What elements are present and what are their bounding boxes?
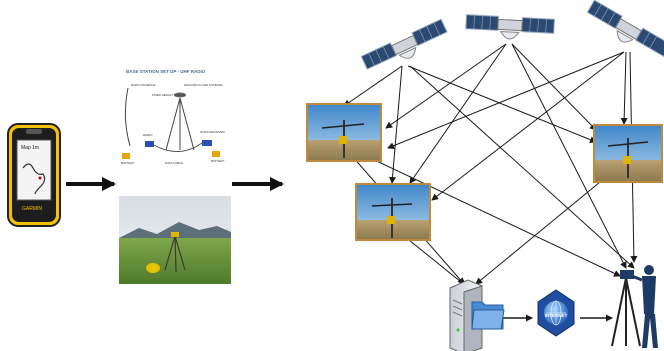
field-photo-base-station: [119, 196, 231, 284]
internet-globe-icon: INTERNET: [537, 289, 575, 337]
reference-station-photo-2: [355, 183, 431, 241]
gps-brand: GARMIN: [22, 206, 42, 212]
label-battery-right: BATTERY: [211, 159, 225, 163]
satellite-1: [360, 18, 448, 70]
link-sat1-station2: [389, 65, 403, 184]
label-radio: RADIO: [143, 133, 153, 137]
satellite-2: [465, 14, 555, 40]
link-sat2-station2: [409, 43, 507, 184]
label-ground-plane-antenna: GROUND PLANE ANTENNA: [184, 83, 223, 87]
server-icon: [449, 279, 505, 351]
link-sat2-station1: [385, 43, 507, 129]
link-sat3-station1: [387, 51, 625, 149]
link-station3-server: [475, 181, 601, 285]
satellite-3: [586, 0, 664, 58]
surveyor-rover-icon: [611, 265, 658, 348]
label-radio-antenna: RADIO ANTENNA: [131, 83, 156, 87]
link-sat2-station3: [511, 43, 597, 131]
link-sat3-station3: [620, 51, 628, 125]
link-sat2-rover: [511, 43, 627, 269]
link-sat1-rover: [409, 65, 635, 269]
link-sat1-station3: [407, 65, 597, 143]
reference-station-photo-1: [306, 103, 382, 162]
link-station1-rover: [365, 155, 621, 277]
gps-handheld-device: Map 1m GARMIN: [7, 123, 61, 227]
label-data-cable: DATA CABLE: [165, 161, 183, 165]
label-battery-left: BATTERY: [121, 161, 135, 165]
label-fixed-height-tripod: FIXED HEIGHT TRIPOD: [152, 93, 186, 97]
gps-screen-label: Map 1m: [21, 145, 39, 151]
satellite-signal-links: [343, 43, 638, 322]
link-station2-server: [403, 235, 467, 287]
base-station-setup-sketch: BASE STATION SET UP - UHF RADIO RADIO AN…: [118, 62, 230, 168]
base-station-title: BASE STATION SET UP - UHF RADIO: [126, 69, 206, 74]
reference-station-photo-3: [593, 124, 663, 183]
label-gnss-receiver: GNSS RECEIVER: [200, 130, 226, 134]
internet-label: INTERNET: [545, 313, 568, 318]
link-sat3-station2: [431, 51, 625, 201]
link-sat1-station1: [343, 65, 403, 107]
